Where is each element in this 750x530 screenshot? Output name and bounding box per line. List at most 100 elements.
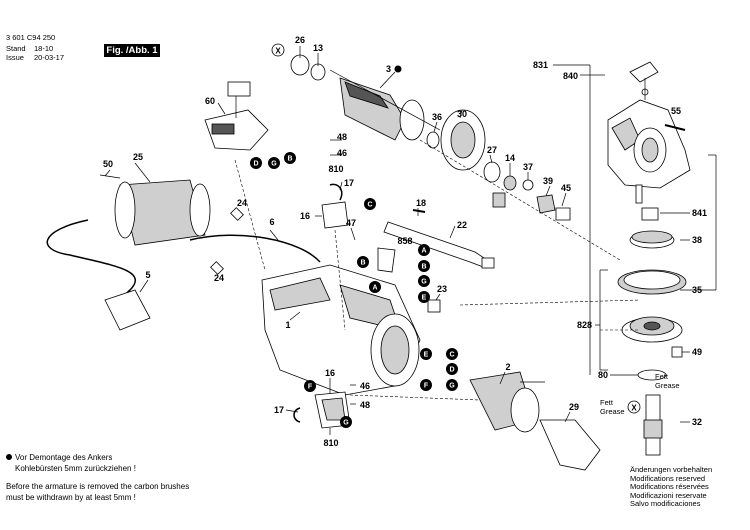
label-3: 3 <box>386 64 391 74</box>
svg-text:C: C <box>367 202 372 209</box>
grease-text-upper: Grease <box>655 381 680 390</box>
svg-text:D: D <box>449 367 454 374</box>
marker-g-lower: G <box>340 416 352 428</box>
label-45: 45 <box>561 183 571 193</box>
flange-parts <box>426 109 571 221</box>
label-80: 80 <box>598 370 608 380</box>
warning-en: Before the armature is removed the carbo… <box>6 481 189 503</box>
label-24-top: 24 <box>237 198 247 208</box>
label-858: 858 <box>397 236 412 246</box>
bullet-icon <box>6 454 12 460</box>
plug <box>104 289 151 331</box>
pad-24a <box>230 207 244 221</box>
marker-a-housing: A <box>369 281 381 293</box>
marker-d-stator: D <box>446 363 458 375</box>
label-55: 55 <box>671 106 681 116</box>
label-5: 5 <box>145 270 150 280</box>
marker-e-right: E <box>418 291 430 303</box>
label-841: 841 <box>692 208 707 218</box>
svg-text:B: B <box>360 260 365 267</box>
label-39: 39 <box>543 176 553 186</box>
marker-a-858: A <box>418 244 430 256</box>
pad-24b <box>210 261 224 275</box>
number-leaders <box>104 46 571 435</box>
label-36: 36 <box>432 112 442 122</box>
svg-text:F: F <box>424 383 429 390</box>
mod-it: Modificazioni reservate <box>630 490 707 500</box>
label-831: 831 <box>533 60 548 70</box>
modifications-notice: Änderungen vorbehalten Modifications res… <box>630 465 713 509</box>
warning-en-line1: Before the armature is removed the carbo… <box>6 482 190 491</box>
part-number: 3 601 C94 250 <box>6 33 56 42</box>
issue-label: Issue <box>6 53 24 62</box>
label-23: 23 <box>437 284 447 294</box>
warning-de: Vor Demontage des Ankers Kohlebürsten 5m… <box>6 452 136 474</box>
marker-g-stator: G <box>446 379 458 391</box>
svg-text:A: A <box>372 285 377 292</box>
marker-c-mid: C <box>364 198 376 210</box>
label-17-top: 17 <box>344 178 354 188</box>
issue-row: Issue 20-03-17 <box>6 53 64 62</box>
label-14: 14 <box>505 153 515 163</box>
grease-note-lower: Fett Grease <box>600 398 625 416</box>
label-46-bottom: 46 <box>360 381 370 391</box>
label-35: 35 <box>692 285 702 295</box>
label-32: 32 <box>692 417 702 427</box>
label-29: 29 <box>569 402 579 412</box>
svg-text:G: G <box>271 161 277 168</box>
svg-text:F: F <box>308 384 313 391</box>
stand-label: Stand <box>6 44 26 53</box>
svg-text:E: E <box>422 295 427 302</box>
label-37: 37 <box>523 162 533 172</box>
svg-text:B: B <box>421 264 426 271</box>
part-numbers: 26 13 3 30 36 27 14 37 39 45 831 840 55 … <box>103 35 707 448</box>
svg-text:G: G <box>449 383 455 390</box>
label-38: 38 <box>692 235 702 245</box>
svg-text:X: X <box>275 47 281 56</box>
cable-to-housing <box>189 234 321 263</box>
marker-b-right: B <box>418 260 430 272</box>
switch-parts <box>293 391 351 429</box>
warning-de-line1: Vor Demontage des Ankers <box>6 452 136 463</box>
marker-e-housing: E <box>420 348 432 360</box>
stand-value: 18-10 <box>34 44 54 53</box>
switch-bracket <box>321 183 349 229</box>
label-46-top: 46 <box>337 148 347 158</box>
gear-housing <box>607 61 691 204</box>
mod-de: Änderungen vorbehalten <box>630 465 713 474</box>
marker-g-top: G <box>268 157 280 169</box>
svg-text:A: A <box>421 248 426 255</box>
marker-c-stator: C <box>446 348 458 360</box>
figure-label: Fig. /Abb. 1 <box>104 44 160 57</box>
label-810-top: 810 <box>328 164 343 174</box>
assembly-guides <box>234 139 641 401</box>
label-48-top: 48 <box>337 132 347 142</box>
marker-group: X X D G B C A B G E B A E C D F G F G <box>250 43 641 428</box>
mod-fr: Modifications réservées <box>630 482 709 492</box>
label-16-bottom: 16 <box>325 368 335 378</box>
warning-en-line2: must be withdrawn by at least 5mm ! <box>6 493 136 502</box>
label-30: 30 <box>457 109 467 119</box>
marker-x-lower: X <box>627 400 641 414</box>
label-60: 60 <box>205 96 215 106</box>
fett-text-upper: Fett <box>655 372 668 381</box>
label-26: 26 <box>295 35 305 45</box>
issue-value: 20-03-17 <box>34 53 65 62</box>
label-810-bottom: 810 <box>323 438 338 448</box>
label-24-bottom: 24 <box>214 273 224 283</box>
motor-housing <box>261 264 421 396</box>
label-27: 27 <box>487 145 497 155</box>
svg-text:X: X <box>631 404 637 413</box>
svg-text:C: C <box>449 352 454 359</box>
label-828: 828 <box>577 320 592 330</box>
label-2: 2 <box>505 362 510 372</box>
grease-text-lower: Grease <box>600 407 625 416</box>
gear-stack <box>617 207 687 456</box>
label-50: 50 <box>103 159 113 169</box>
stand-row: Stand 18-10 <box>6 44 53 53</box>
label-13: 13 <box>313 43 323 53</box>
marker-f-lower: F <box>304 380 316 392</box>
warning-de-line2: Kohlebürsten 5mm zurückziehen ! <box>15 464 136 473</box>
svg-text:G: G <box>421 279 427 286</box>
marker-f-stator: F <box>420 379 432 391</box>
